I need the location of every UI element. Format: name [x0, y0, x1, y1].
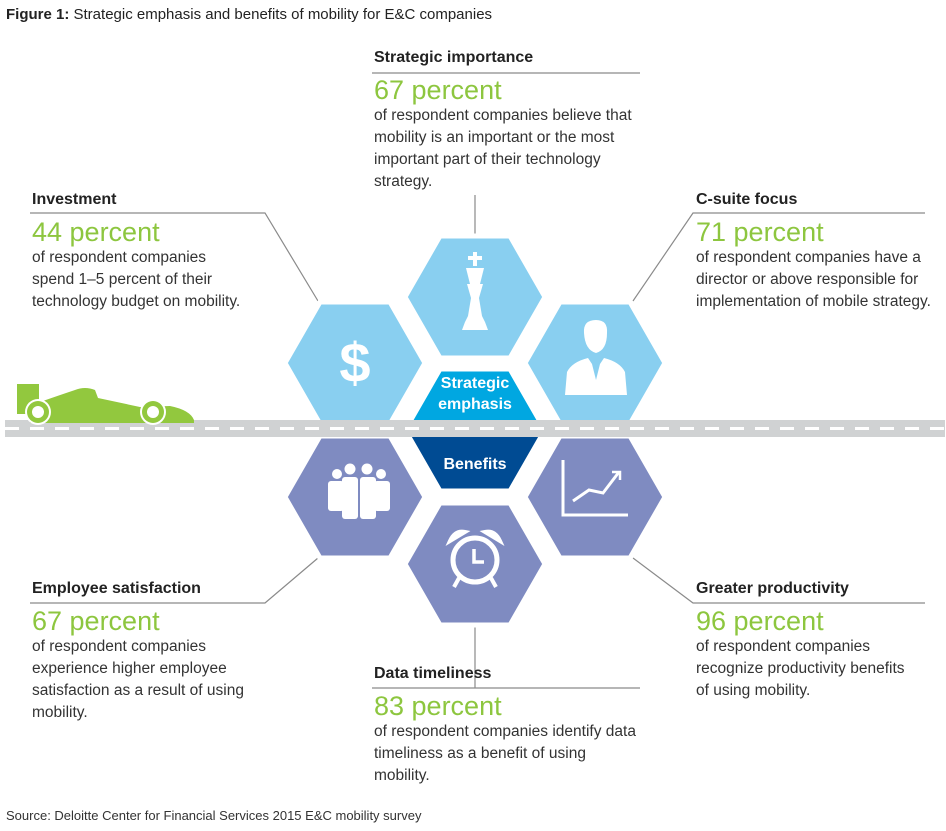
hex-benefits — [402, 430, 548, 494]
block-description: of respondent companies believe that mob… — [374, 107, 632, 190]
dollar-icon: $ — [339, 331, 370, 394]
hex-productivity — [522, 433, 668, 561]
block-heading: Greater productivity — [696, 580, 849, 597]
block-percent: 67 percent — [32, 606, 160, 636]
businessman-icon — [565, 320, 627, 395]
connector-productivity — [632, 557, 925, 604]
race-car-icon — [17, 384, 194, 425]
block-heading: C-suite focus — [696, 191, 798, 208]
connector-employee-satisfaction — [30, 557, 319, 604]
connector-investment — [30, 212, 319, 302]
connector-strategic-importance — [372, 72, 640, 236]
chess-king-icon — [462, 252, 488, 330]
block-percent: 67 percent — [374, 75, 502, 105]
alarm-clock-icon — [445, 529, 505, 588]
line-chart-icon — [561, 460, 628, 517]
block-data-timeliness: Data timeliness 83 percent of respondent… — [374, 663, 639, 787]
benefits-label: Benefits — [443, 456, 507, 473]
block-description: of respondent companies have a director … — [696, 249, 931, 310]
block-description: of respondent companies experience highe… — [32, 638, 244, 721]
block-heading: Investment — [32, 191, 117, 208]
block-percent: 83 percent — [374, 691, 502, 721]
strategic-emphasis-label: Strategic emphasis — [438, 375, 512, 413]
block-description: of respondent companies spend 1–5 percen… — [32, 249, 241, 310]
block-employee-satisfaction: Employee satisfaction 67 percent of resp… — [32, 578, 272, 724]
block-percent: 71 percent — [696, 217, 824, 247]
block-percent: 44 percent — [32, 217, 160, 247]
block-heading: Strategic importance — [374, 49, 534, 66]
connector-data-timeliness — [372, 625, 640, 689]
block-greater-productivity: Greater productivity 96 percent of respo… — [696, 578, 916, 702]
block-strategic-importance: Strategic importance 67 percent of respo… — [374, 47, 644, 193]
block-investment: Investment 44 percent of respondent comp… — [32, 189, 252, 313]
figure-label: Figure 1: — [6, 6, 70, 23]
source-note: Source: Deloitte Center for Financial Se… — [6, 808, 422, 823]
block-percent: 96 percent — [696, 606, 824, 636]
block-c-suite-focus: C-suite focus 71 percent of respondent c… — [696, 189, 946, 313]
hex-data-timeliness — [402, 500, 548, 628]
block-description: of respondent companies recognize produc… — [696, 638, 905, 699]
figure-title: Figure 1: Strategic emphasis and benefit… — [6, 6, 492, 23]
block-description: of respondent companies identify data ti… — [374, 723, 636, 784]
road — [5, 420, 945, 437]
people-group-icon — [328, 463, 390, 519]
figure-title-text: Strategic emphasis and benefits of mobil… — [69, 6, 493, 23]
connector-c-suite — [632, 212, 925, 302]
connector-lines — [30, 72, 925, 689]
block-heading: Data timeliness — [374, 665, 492, 682]
block-heading: Employee satisfaction — [32, 580, 201, 597]
